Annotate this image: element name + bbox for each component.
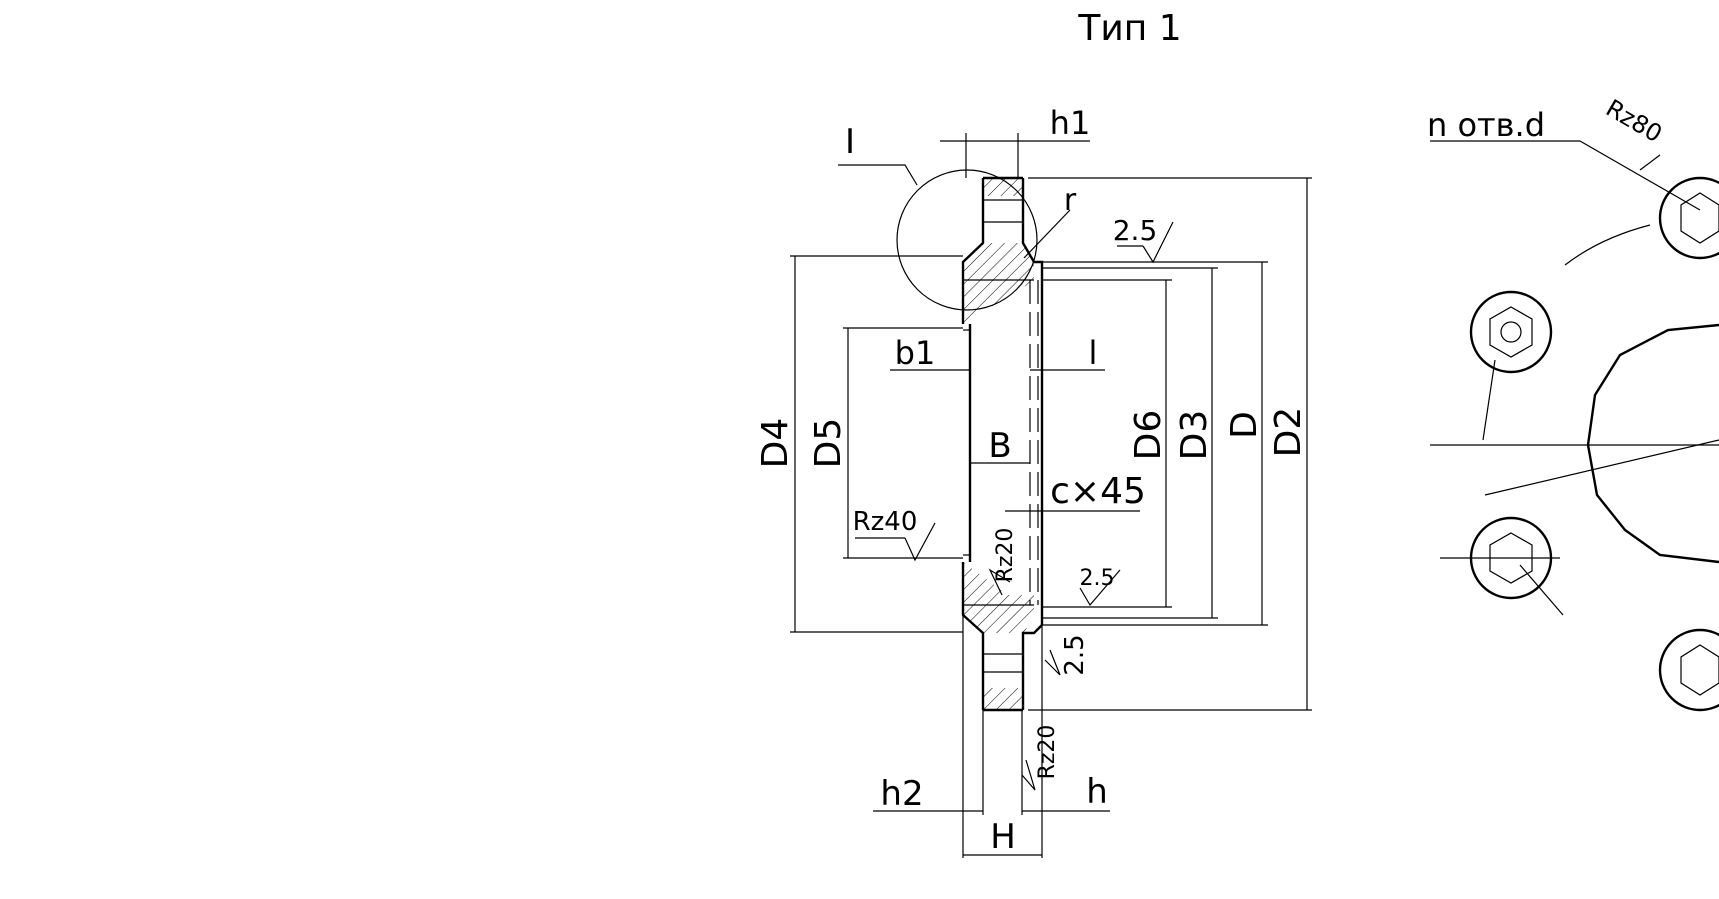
- arc-line: [1564, 224, 1651, 266]
- hatch-top-ring: [983, 178, 1023, 196]
- hatch-top-hub: [963, 243, 1035, 324]
- label-b1: b1: [895, 334, 936, 372]
- label-holes: n отв.d: [1427, 106, 1545, 144]
- label-rough-low: 2.5: [1060, 634, 1090, 675]
- label-h1: h1: [1050, 104, 1091, 142]
- label-H: H: [990, 817, 1016, 857]
- leader-r: [1023, 209, 1071, 259]
- leader-line: [1484, 439, 1719, 496]
- label-D: D: [1224, 411, 1265, 439]
- bolt-hole: [1469, 290, 1553, 374]
- label-D5: D5: [808, 418, 849, 469]
- label-h: h: [1086, 772, 1108, 812]
- leader-line: [1519, 564, 1564, 616]
- label-l: l: [1089, 334, 1098, 372]
- label-rz20-a: Rz20: [993, 528, 1018, 583]
- roughness-symbol: [904, 522, 936, 562]
- label-h2: h2: [880, 774, 923, 814]
- label-roughness-top: 2.5: [1113, 214, 1158, 247]
- roughness-leader: [1639, 154, 1661, 171]
- label-r: r: [1064, 183, 1077, 218]
- detail-mark-label: I: [845, 122, 855, 162]
- label-D6: D6: [1128, 410, 1169, 461]
- detail-leader: [838, 164, 918, 186]
- roughness-symbol: [988, 568, 1011, 596]
- bolt-hole: [1440, 516, 1560, 600]
- flange-front-view: [1430, 140, 1719, 712]
- bore-arc: [1586, 323, 1719, 564]
- roughness-symbol: [1044, 649, 1061, 676]
- holes-leader: [1579, 140, 1701, 211]
- label-D2: D2: [1268, 407, 1309, 458]
- label-D4: D4: [755, 418, 796, 469]
- flange-section: [961, 176, 1044, 712]
- leader-line: [1482, 359, 1496, 441]
- drawing-title: Тип 1: [1077, 8, 1181, 49]
- roughness-symbol: [1021, 759, 1036, 791]
- label-rz20-b: Rz20: [1035, 725, 1060, 780]
- label-B: B: [988, 426, 1011, 466]
- bolt-hole: [1658, 628, 1719, 712]
- bolt-hole: [1658, 176, 1719, 260]
- label-D3: D3: [1174, 410, 1215, 461]
- label-rz80: Rz80: [1601, 94, 1667, 148]
- hatch-bottom-hub: [963, 562, 1034, 633]
- detail-circle: [896, 169, 1038, 311]
- flange-right-top: [1021, 178, 1044, 625]
- label-rz40: Rz40: [853, 507, 918, 537]
- roughness-symbol: [1079, 569, 1121, 607]
- label-c45: c×45: [1050, 471, 1146, 512]
- flange-right-bottom: [1021, 624, 1043, 710]
- label-rough-mid: 2.5: [1080, 566, 1115, 591]
- hatch-bottom-ring: [983, 688, 1023, 710]
- profile-outline-top: [961, 178, 985, 324]
